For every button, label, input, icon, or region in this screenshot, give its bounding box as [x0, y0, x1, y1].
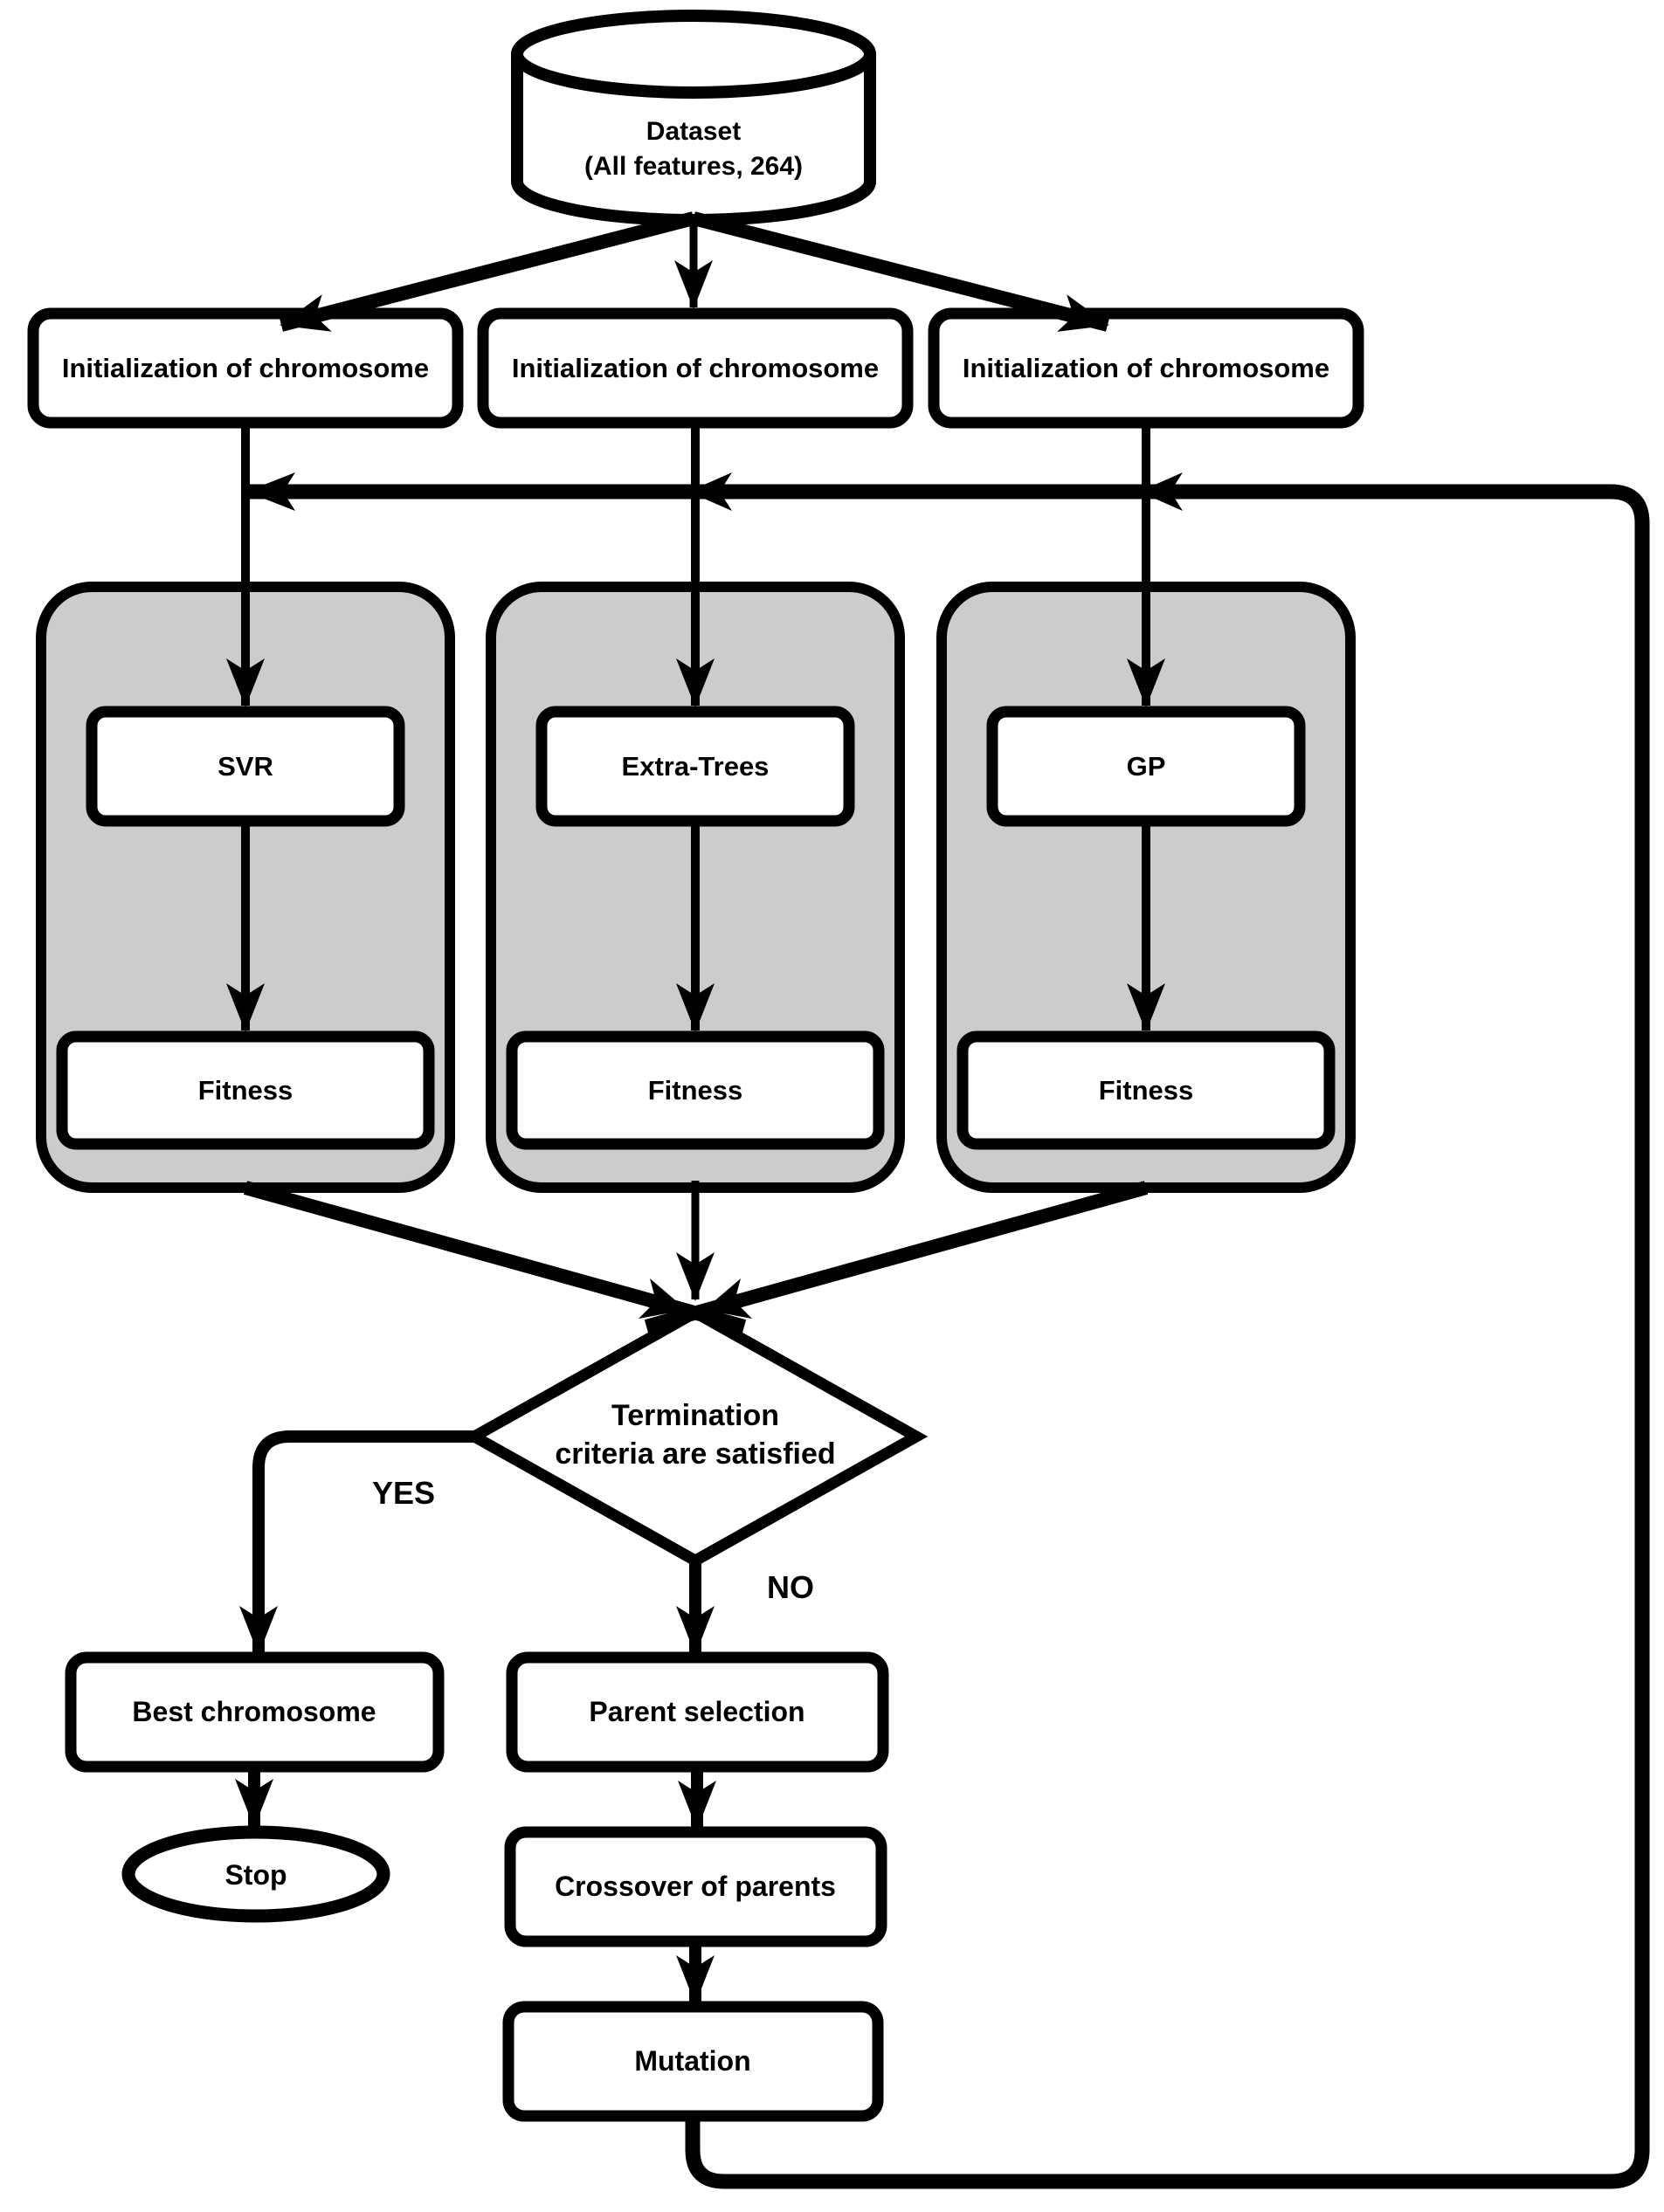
fitness-1-label: Fitness [198, 1075, 293, 1106]
no-edge-label: NO [767, 1569, 814, 1605]
svr-label: SVR [217, 751, 273, 782]
fitness-2-label: Fitness [648, 1075, 743, 1106]
yes-edge-label: YES [372, 1475, 435, 1511]
init-box-2-label: Initialization of chromosome [512, 353, 879, 383]
labels: Dataset (All features, 264) Initializati… [62, 117, 1329, 2077]
feedback-loop-line [246, 472, 1650, 2189]
dataset-cylinder-top [511, 10, 876, 99]
parent-selection-label: Parent selection [589, 1696, 804, 1727]
extra-trees-label: Extra-Trees [622, 751, 770, 782]
edge-yes [239, 1430, 474, 1655]
decision-arrowhead-left [639, 1278, 687, 1319]
termination-label-line2: criteria are satisfied [555, 1437, 835, 1471]
stop-ellipse [121, 1825, 390, 1923]
fitness-3-label: Fitness [1099, 1075, 1194, 1106]
feedback-loop-edge [246, 472, 1650, 2189]
fitness-box-3 [956, 1030, 1336, 1150]
edge-dataset-to-init1 [279, 211, 696, 332]
edge-dataset-to-init3 [692, 211, 1109, 332]
dataset-sublabel: (All features, 264) [584, 152, 803, 181]
fitness-box-1 [56, 1030, 435, 1150]
init-box-1-label: Initialization of chromosome [62, 353, 429, 383]
termination-label-line1: Termination [611, 1399, 779, 1432]
mutation-box [502, 2001, 884, 2122]
decision-arrowhead-right [704, 1278, 752, 1319]
dataset-label: Dataset [646, 117, 741, 146]
feedback-arrowhead-right [1139, 472, 1183, 511]
edges [226, 211, 1165, 2004]
best-chromosome-label: Best chromosome [132, 1696, 376, 1727]
gp-label: GP [1127, 751, 1166, 782]
stop-label: Stop [224, 1859, 287, 1891]
fitness-box-2 [506, 1030, 885, 1150]
feedback-arrowhead-middle [688, 472, 732, 511]
crossover-label: Crossover of parents [555, 1871, 836, 1902]
mutation-label: Mutation [634, 2045, 750, 2077]
init-box-3-label: Initialization of chromosome [963, 353, 1329, 383]
dataset-cylinder [511, 10, 876, 226]
